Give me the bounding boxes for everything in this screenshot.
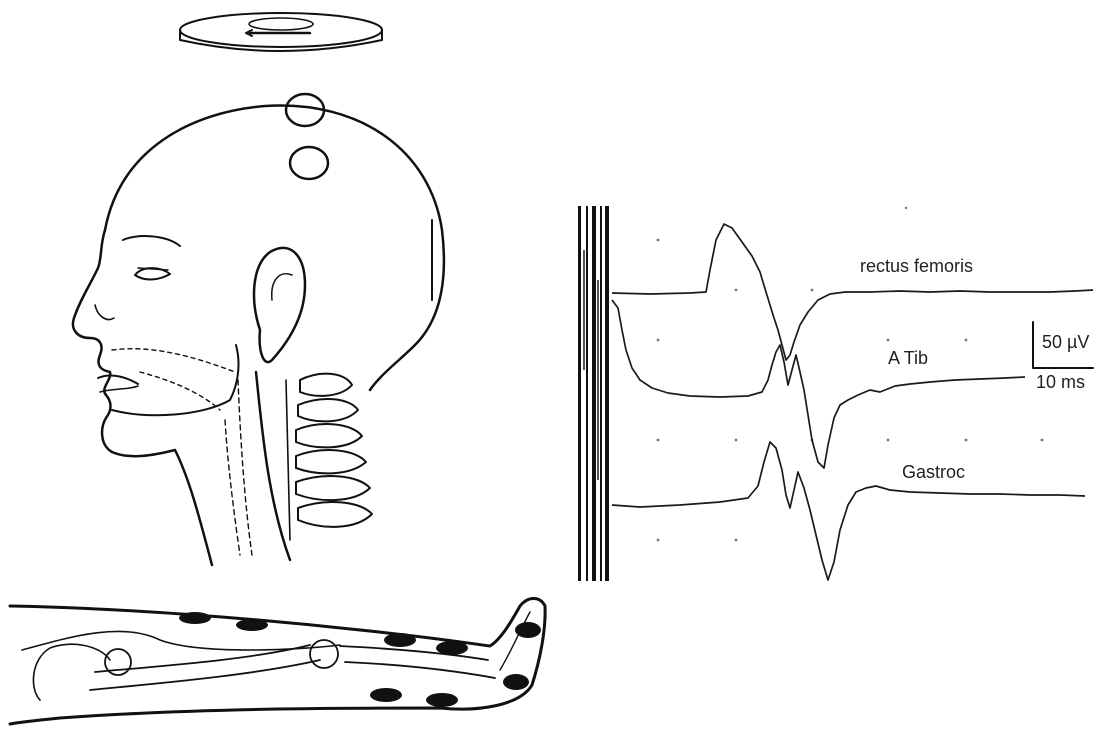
stimulation-coil-icon (180, 13, 382, 51)
trace-label-gastroc: Gastroc (902, 462, 965, 482)
head-illustration (73, 94, 444, 565)
emg-recording-panel: rectus femoris A Tib Gastroc 50 µV 10 ms (578, 206, 1093, 581)
head-electrode-2-icon (290, 147, 328, 179)
trace-label-rectus-femoris: rectus femoris (860, 256, 973, 276)
scale-bar: 50 µV 10 ms (1033, 322, 1093, 392)
leg-electrode-icon (236, 619, 268, 631)
cervical-spine-icon (286, 374, 372, 540)
leg-electrode-icon (370, 688, 402, 702)
leg-electrode-icon (503, 674, 529, 690)
head-electrode-1-icon (286, 94, 324, 126)
grid-dots (657, 207, 1044, 542)
stimulus-artifact (578, 206, 609, 581)
gastroc-trace (612, 442, 1085, 580)
a-tib-trace (612, 300, 1025, 468)
leg-electrode-icon (179, 612, 211, 624)
trace-label-a-tib: A Tib (888, 348, 928, 368)
leg-electrode-icon (515, 622, 541, 638)
leg-illustration (10, 599, 545, 725)
leg-electrode-icon (436, 641, 468, 655)
rectus-femoris-trace (612, 224, 1093, 360)
leg-electrode-icon (384, 633, 416, 647)
scale-bar-amplitude: 50 µV (1042, 332, 1089, 352)
scale-bar-time: 10 ms (1036, 372, 1085, 392)
leg-electrode-icon (426, 693, 458, 707)
